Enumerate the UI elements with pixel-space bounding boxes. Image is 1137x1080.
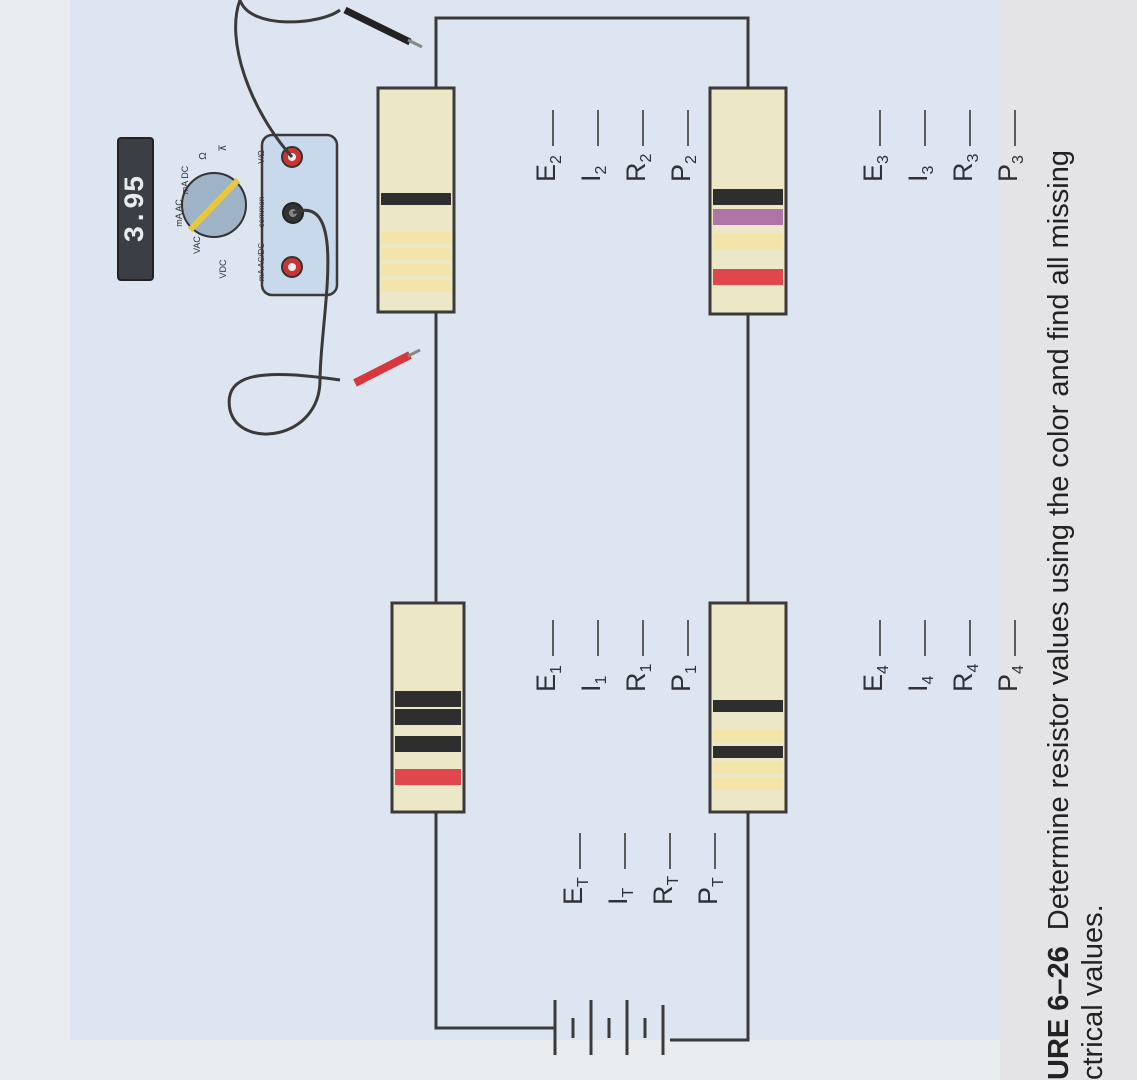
r3-band-1: [713, 269, 783, 285]
r1-label-p: P1: [666, 665, 700, 692]
labels-r1: E1 I1 R1 P1: [531, 620, 700, 692]
r4-label-p: P4: [993, 665, 1027, 692]
resistor-r1: [390, 601, 466, 814]
r4-band-5: [713, 700, 783, 712]
jack-label-common: common: [257, 197, 266, 228]
resistor-r2: [376, 86, 456, 314]
mode-label-ohm: Ω: [198, 152, 209, 160]
jack-label-ma: mA AC/DC: [257, 243, 266, 281]
figure-caption: URE 6–26 Determine resistor values using …: [1043, 150, 1109, 1080]
r4-label-i: I4: [903, 675, 937, 692]
r2-band-2: [381, 264, 451, 276]
total-label-i: IT: [603, 887, 637, 905]
r3-band-2: [713, 234, 783, 250]
r4-label-e: E4: [858, 665, 892, 692]
r4-band-3: [713, 746, 783, 758]
dial-pointer: [187, 177, 241, 233]
r1-band-3: [395, 709, 461, 725]
r3-label-r: R3: [948, 154, 982, 183]
mode-label-vdc: VDC: [218, 259, 228, 279]
mode-label-ma-dc: mA DC: [180, 165, 190, 194]
r2-band-3: [381, 248, 451, 260]
r3-label-p: P3: [993, 155, 1027, 182]
resistor-r3: [708, 86, 788, 316]
total-label-p: PT: [693, 877, 727, 905]
total-label-e: ET: [558, 877, 592, 905]
r3-band-4: [713, 189, 783, 205]
black-probe: [343, 6, 412, 46]
r3-color-bands: [713, 189, 783, 285]
test-leads: [227, 0, 423, 436]
r3-label-i: I3: [903, 165, 937, 182]
r4-band-1: [713, 778, 783, 790]
r2-color-bands: [381, 193, 451, 292]
labels-r4: E4 I4 R4 P4: [858, 620, 1027, 692]
jack-label-vohm: V/Ω: [257, 150, 266, 164]
mode-label-vac: VAC: [192, 236, 202, 254]
r2-label-r: R2: [621, 154, 655, 183]
page-edge: [1000, 0, 1137, 1080]
r1-band-1: [395, 769, 461, 785]
meter-display-value: 3.95: [121, 175, 152, 242]
labels-r3: E3 I3 R3 P3: [858, 110, 1027, 182]
r1-label-e: E1: [531, 665, 565, 692]
caption-line-2: ctrical values.: [1077, 904, 1109, 1080]
r2-band-1: [381, 280, 451, 292]
labels-r2: E2 I2 R2 P2: [531, 110, 700, 182]
r4-label-r: R4: [948, 664, 982, 693]
figure-panel: [70, 0, 1000, 1040]
r3-label-e: E3: [858, 155, 892, 182]
r4-color-bands: [713, 700, 783, 790]
meter-lcd: [117, 137, 154, 281]
r2-band-4: [381, 232, 451, 244]
caption-line-1: Determine resistor values using the colo…: [1043, 150, 1075, 930]
r2-label-i: I2: [576, 165, 610, 182]
caption-figure-number: URE 6–26: [1043, 946, 1075, 1080]
battery-symbol: [553, 1000, 665, 1055]
red-probe: [353, 351, 412, 387]
mode-label-diode: ⊼: [218, 144, 229, 151]
mode-label-ma-ac: mA AC: [174, 199, 184, 227]
resistor-r4: [708, 601, 788, 814]
circuit-wires: [434, 16, 750, 1042]
r2-label-e: E2: [531, 155, 565, 182]
svg-text:URE 6–26Determine resistor val: URE 6–26 Determine resistor values using …: [1043, 150, 1075, 1080]
r1-band-2: [395, 736, 461, 752]
r1-label-r: R1: [621, 664, 655, 693]
r1-color-bands: [395, 691, 461, 785]
r1-band-4: [395, 691, 461, 707]
r4-band-4: [713, 730, 783, 742]
total-label-r: RT: [648, 876, 682, 906]
r1-label-i: I1: [576, 675, 610, 692]
labels-total: ET IT RT PT: [558, 833, 727, 905]
r4-band-2: [713, 762, 783, 774]
r2-band-5: [381, 193, 451, 205]
r2-label-p: P2: [666, 155, 700, 182]
r3-band-3: [713, 209, 783, 225]
